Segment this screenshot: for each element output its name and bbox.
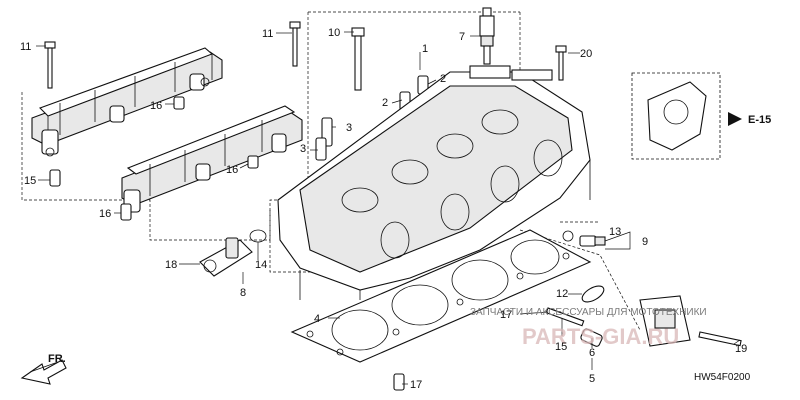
- bolt-17-15: [393, 307, 585, 391]
- callout-3-lower: 3: [300, 143, 306, 155]
- camshaft-holder-front: [121, 105, 303, 213]
- callout-7: 7: [459, 31, 465, 43]
- bolt-11-left: [44, 41, 56, 89]
- callout-11-right: 11: [262, 28, 273, 40]
- bolt-20: [555, 45, 567, 81]
- callout-8: 8: [240, 287, 246, 299]
- callout-4: 4: [314, 313, 320, 325]
- callout-10: 10: [328, 27, 340, 39]
- callout-18: 18: [165, 259, 177, 271]
- bolt-11-right: [289, 21, 301, 67]
- callout-9: 9: [642, 236, 648, 248]
- o-ring-12: [581, 285, 605, 303]
- reference-label: E-15: [748, 114, 771, 126]
- callout-16-mid: 16: [226, 164, 238, 176]
- callout-2-lower: 2: [382, 97, 388, 109]
- direction-label: FR.: [48, 353, 66, 365]
- callout-5: 5: [589, 373, 595, 385]
- callout-15-right: 15: [555, 341, 567, 353]
- callout-1: 1: [422, 43, 428, 55]
- figure-code: HW54F0200: [694, 372, 751, 383]
- callout-17-right: 17: [500, 309, 512, 321]
- callout-17-bottom: 17: [410, 379, 422, 391]
- callout-6: 6: [589, 347, 595, 359]
- spark-plug-7: [479, 7, 495, 65]
- camshaft-holder-rear: [31, 47, 223, 157]
- callout-2-top: 2: [440, 73, 446, 85]
- leader-lines: [36, 31, 741, 385]
- sensor-13: [562, 230, 606, 247]
- bracket-19: [639, 295, 742, 347]
- callout-16-low: 16: [99, 208, 111, 220]
- callout-13: 13: [609, 226, 621, 238]
- callout-11-left: 11: [20, 41, 31, 53]
- callout-20: 20: [580, 48, 592, 60]
- sensor-8: [199, 229, 267, 277]
- reference-inset: [631, 72, 742, 160]
- callout-19: 19: [735, 343, 747, 355]
- front-direction-arrow: [20, 359, 67, 385]
- bolt-10: [351, 27, 365, 91]
- callout-15-left: 15: [24, 175, 36, 187]
- callout-14: 14: [255, 259, 267, 271]
- sleeve-6-5: [580, 328, 603, 347]
- dowel-pins: [49, 96, 259, 221]
- watermark-logo: PARTS-GIA.RU: [522, 324, 679, 349]
- callout-16-top: 16: [150, 100, 162, 112]
- callout-3-upper: 3: [346, 122, 352, 134]
- watermark-line: ЗАПЧАСТИ И АКСЕССУАРЫ ДЛЯ МОТОТЕХНИКИ: [470, 307, 707, 318]
- callout-12: 12: [556, 288, 568, 300]
- head-gasket: [290, 229, 592, 363]
- cylinder-head: [277, 65, 591, 300]
